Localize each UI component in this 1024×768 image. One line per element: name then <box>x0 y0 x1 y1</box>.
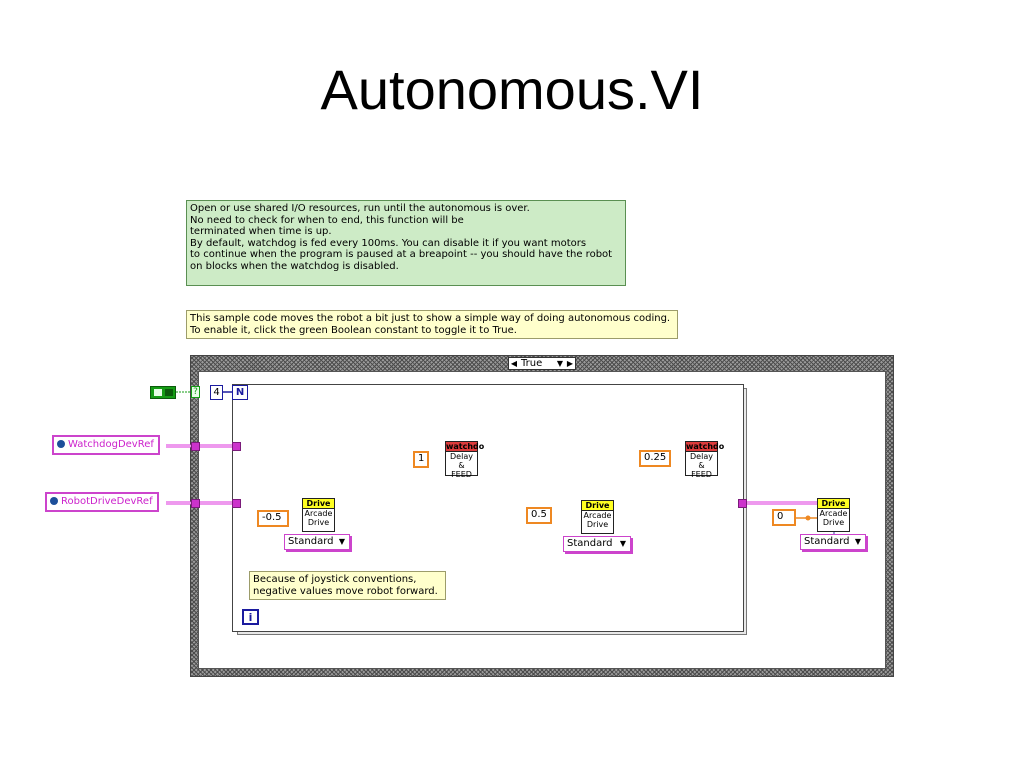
case-selector-terminal[interactable]: ? <box>191 386 200 398</box>
comment-line: Open or use shared I/O resources, run un… <box>190 203 530 214</box>
watchdog-delay-feed-vi[interactable]: watchdo Delay & FEED <box>445 441 485 479</box>
comment-line: By default, watchdog is fed every 100ms.… <box>190 237 587 249</box>
dropdown-arrow-icon[interactable]: ▼ <box>338 537 345 546</box>
case-tunnel <box>191 499 200 508</box>
comment-line: This sample code moves the robot a bit j… <box>190 313 671 324</box>
drive-speed-constant[interactable]: 0.5 <box>526 507 552 524</box>
comment-line: terminated when time is up. <box>190 226 332 238</box>
boolean-true-indicator-icon <box>154 389 162 396</box>
delay-constant[interactable]: 1 <box>413 451 429 468</box>
case-tunnel <box>191 442 200 451</box>
vi-label: Arcade <box>304 509 333 518</box>
robot-drive-ref-control[interactable]: RobotDriveDevRef <box>45 492 159 512</box>
loop-tunnel <box>232 442 241 451</box>
drive-speed-constant[interactable]: 0 <box>772 509 796 526</box>
increment-arrow-icon[interactable]: ▶ <box>566 359 574 368</box>
comment-line: on blocks when the watchdog is disabled. <box>190 260 399 272</box>
vi-label: FEED <box>451 470 472 479</box>
vi-label: FEED <box>691 470 712 479</box>
comment-line: negative values move robot forward. <box>253 585 438 597</box>
loop-iteration-terminal: i <box>242 609 259 625</box>
comment-line: To enable it, click the green Boolean co… <box>190 324 517 336</box>
delay-constant[interactable]: 0.25 <box>639 450 671 467</box>
watchdog-ref-control[interactable]: WatchdogDevRef <box>52 435 160 455</box>
enum-value: Standard <box>804 536 850 547</box>
vi-header: Drive <box>303 499 334 509</box>
comment-line: to continue when the program is paused a… <box>190 249 613 261</box>
vi-label: Delay & <box>450 452 473 470</box>
loop-tunnel <box>232 499 241 508</box>
vi-label: Drive <box>822 518 845 527</box>
vi-label: Drive <box>586 520 609 529</box>
page-title: Autonomous.VI <box>320 58 704 121</box>
watchdog-delay-feed-vi[interactable]: watchdo Delay & FEED <box>685 441 725 479</box>
comment-line: No need to check for when to end, this f… <box>190 214 464 226</box>
case-selector-label: True <box>521 358 543 369</box>
loop-output-tunnel <box>738 499 747 508</box>
drive-mode-enum[interactable]: Standard ▼ <box>800 534 866 550</box>
enum-value: Standard <box>288 536 334 547</box>
boolean-false-indicator-icon <box>165 389 173 396</box>
dropdown-arrow-icon[interactable]: ▼ <box>619 539 626 548</box>
loop-count-constant[interactable]: 4 <box>210 385 223 400</box>
vi-header: watchdo <box>686 442 725 452</box>
dropdown-arrow-icon[interactable]: ▼ <box>854 537 861 546</box>
vi-label: Drive <box>307 518 330 527</box>
boolean-constant[interactable] <box>150 386 176 399</box>
vi-header: Drive <box>818 499 849 509</box>
drive-speed-constant[interactable]: -0.5 <box>257 510 289 527</box>
case-selector[interactable]: ◀ True ▼ ▶ <box>508 357 576 370</box>
vi-label: Arcade <box>583 511 612 520</box>
decrement-arrow-icon[interactable]: ◀ <box>510 359 518 368</box>
drive-mode-enum[interactable]: Standard ▼ <box>563 536 631 552</box>
vi-label: Delay & <box>690 452 713 470</box>
arcade-drive-vi[interactable]: Drive Arcade Drive <box>581 500 614 534</box>
vi-header: Drive <box>582 501 613 511</box>
dropdown-arrow-icon[interactable]: ▼ <box>556 359 564 368</box>
coercion-dot <box>805 515 811 521</box>
drive-mode-enum[interactable]: Standard ▼ <box>284 534 350 550</box>
arcade-drive-vi[interactable]: Drive Arcade Drive <box>817 498 850 532</box>
sample-comment: This sample code moves the robot a bit j… <box>186 310 678 339</box>
top-comment: Open or use shared I/O resources, run un… <box>186 200 626 286</box>
arcade-drive-vi[interactable]: Drive Arcade Drive <box>302 498 335 532</box>
vi-label: Arcade <box>819 509 848 518</box>
loop-count-terminal[interactable]: N <box>232 385 248 400</box>
comment-line: Because of joystick conventions, <box>253 574 417 585</box>
joystick-comment: Because of joystick conventions, negativ… <box>249 571 446 600</box>
vi-header: watchdo <box>446 442 485 452</box>
enum-value: Standard <box>567 538 613 549</box>
